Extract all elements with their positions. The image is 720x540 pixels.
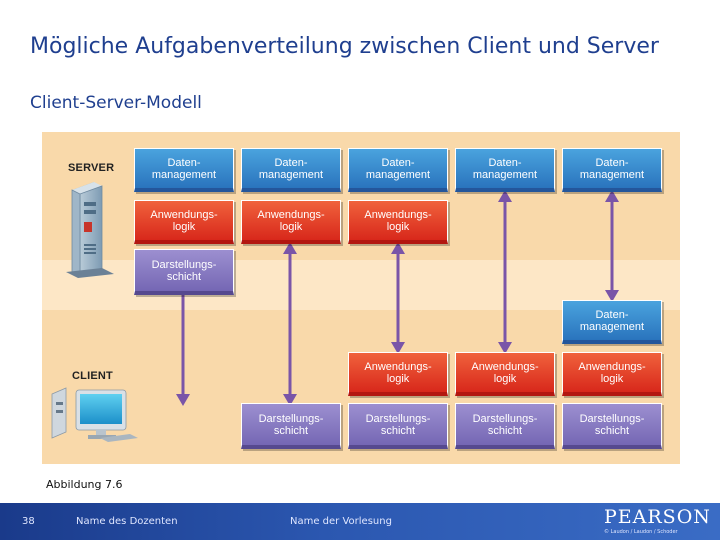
box-label: Anwendungs- logik: [471, 360, 539, 385]
box-label: Anwendungs- logik: [150, 208, 218, 233]
col2-server-logic-box: Anwendungs- logik: [241, 200, 341, 244]
client-server-diagram: SERVER CLIENT: [42, 132, 680, 464]
col3-client-presentation-box: Darstellungs- schicht: [348, 403, 448, 449]
box-label: Anwendungs- logik: [364, 360, 432, 385]
col1-server-presentation-box: Darstellungs- schicht: [134, 249, 234, 295]
box-label: Daten- management: [579, 156, 645, 181]
box-label: Anwendungs- logik: [578, 360, 646, 385]
box-label: Daten- management: [151, 156, 217, 181]
col5-client-data-box: Daten- management: [562, 300, 662, 344]
box-label: Darstellungs- schicht: [472, 412, 538, 437]
box-label: Daten- management: [365, 156, 431, 181]
figure-caption: Abbildung 7.6: [46, 478, 123, 491]
col5-server-data-box: Daten- management: [562, 148, 662, 192]
copyright-text: © Laudon / Laudon / Schoder: [604, 529, 678, 535]
client-label: CLIENT: [72, 370, 113, 382]
col1-server-data-box: Daten- management: [134, 148, 234, 192]
column-arrows: [176, 190, 619, 406]
lecture-name: Name der Vorlesung: [290, 516, 392, 527]
box-label: Daten- management: [258, 156, 324, 181]
col4-client-presentation-box: Darstellungs- schicht: [455, 403, 555, 449]
box-label: Daten- management: [472, 156, 538, 181]
footer-bar: 38 Name des Dozenten Name der Vorlesung …: [0, 503, 720, 540]
box-label: Anwendungs- logik: [364, 208, 432, 233]
server-tower-icon: [66, 182, 114, 278]
col3-server-logic-box: Anwendungs- logik: [348, 200, 448, 244]
page-number: 38: [22, 516, 35, 527]
col5-client-presentation-box: Darstellungs- schicht: [562, 403, 662, 449]
col2-server-data-box: Daten- management: [241, 148, 341, 192]
col3-server-data-box: Daten- management: [348, 148, 448, 192]
col5-client-logic-box: Anwendungs- logik: [562, 352, 662, 396]
box-label: Darstellungs- schicht: [579, 412, 645, 437]
col3-client-logic-box: Anwendungs- logik: [348, 352, 448, 396]
pearson-logo: PEARSON: [604, 506, 711, 528]
col4-client-logic-box: Anwendungs- logik: [455, 352, 555, 396]
col1-server-logic-box: Anwendungs- logik: [134, 200, 234, 244]
col4-server-data-box: Daten- management: [455, 148, 555, 192]
slide-subtitle: Client-Server-Modell: [30, 93, 202, 113]
slide-title: Mögliche Aufgabenverteilung zwischen Cli…: [30, 34, 659, 59]
box-label: Anwendungs- logik: [257, 208, 325, 233]
diagram-graphics: [51, 182, 619, 442]
box-label: Darstellungs- schicht: [365, 412, 431, 437]
server-label: SERVER: [68, 162, 115, 174]
client-computer-icon: [51, 387, 138, 442]
box-label: Daten- management: [579, 308, 645, 333]
lecturer-name: Name des Dozenten: [76, 516, 178, 527]
box-label: Darstellungs- schicht: [151, 258, 217, 283]
box-label: Darstellungs- schicht: [258, 412, 324, 437]
col2-client-presentation-box: Darstellungs- schicht: [241, 403, 341, 449]
